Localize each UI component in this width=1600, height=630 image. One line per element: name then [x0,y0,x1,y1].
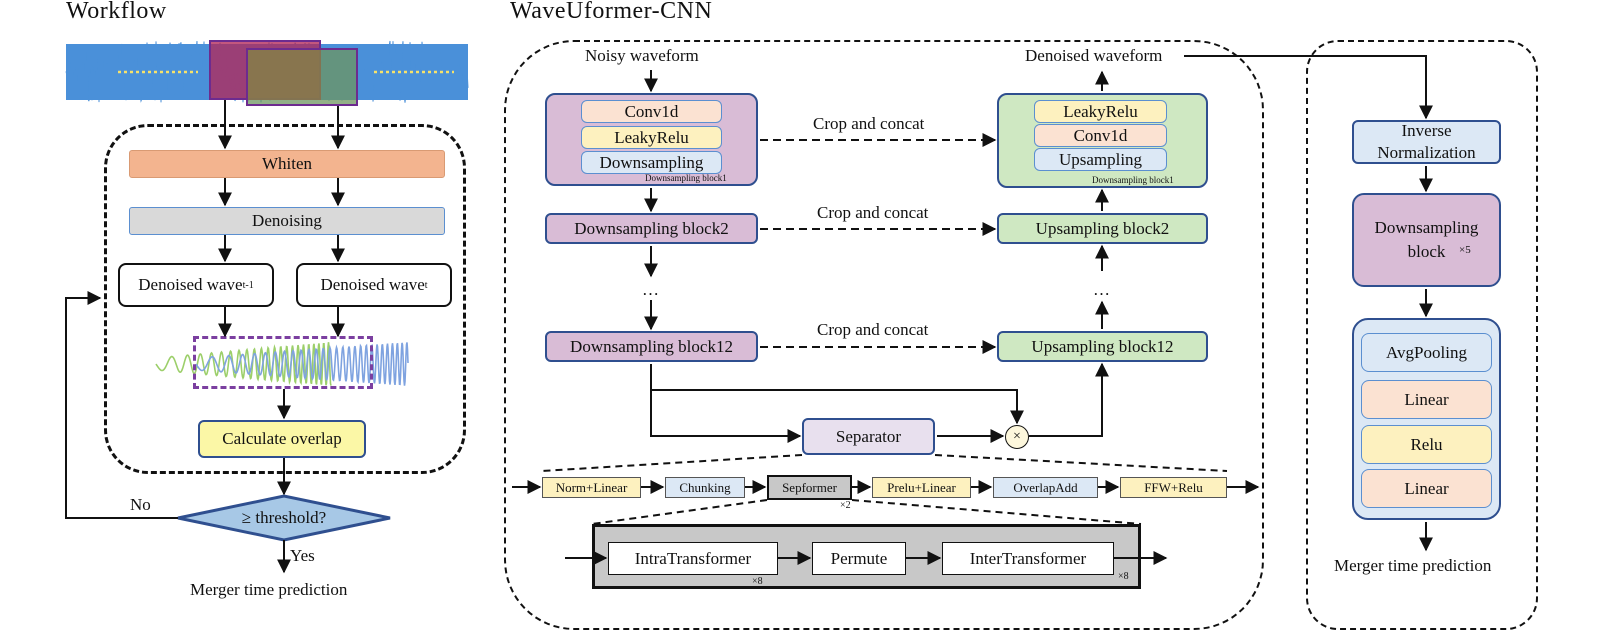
pipeline-chunking: Chunking [665,477,745,498]
pipeline-overlapadd: OverlapAdd [993,477,1098,498]
denoised-wave-prev-subscript: t-1 [242,279,254,291]
denoised-wave-prev-label: Denoised wave [138,275,243,294]
architecture-connectors [512,55,1433,565]
head-linear-1: Linear [1361,380,1492,419]
inter-transformer: InterTransformer [942,542,1114,575]
down1-leakyrelu: LeakyRelu [581,126,722,149]
threshold-label: ≥ threshold? [241,508,327,527]
inverse-normalization-box: Inverse Normalization [1352,120,1501,164]
right-downsampling-label: Downsampling block [1374,218,1479,261]
whiten-box: Whiten [129,150,445,178]
down1-downsampling: Downsampling [581,151,722,174]
up1-upsampling: Upsampling [1034,148,1167,171]
up1-leakyrelu: LeakyRelu [1034,100,1167,123]
yes-label: Yes [290,546,315,565]
right-downsampling-repeat: ×5 [1459,244,1471,256]
workflow-connectors [65,100,391,574]
noisy-waveform-label: Noisy waveform [585,46,699,65]
outer-repeat: ×8 [1118,571,1129,582]
window-overlap [248,50,321,100]
intra-transformer: IntraTransformer [608,542,778,575]
no-label: No [130,495,151,514]
pipeline-ffw-relu: FFW+Relu [1120,477,1227,498]
separator-box: Separator [802,418,935,455]
threshold-diamond [177,494,391,542]
denoising-box: Denoising [129,207,445,235]
overlap-window [193,336,373,389]
pipeline-norm-linear: Norm+Linear [542,477,641,498]
head-linear-2: Linear [1361,469,1492,508]
denoised-wave-cur-label: Denoised wave [320,275,425,294]
denoised-wave-cur-subscript: t [424,279,428,291]
upsampling-block2: Upsampling block2 [997,213,1208,244]
permute-box: Permute [812,542,906,575]
workflow-title: Workflow [66,0,167,24]
up1-conv1d: Conv1d [1034,124,1167,147]
downsampling-block12: Downsampling block12 [545,331,758,362]
multiply-node: × [1005,425,1029,449]
crop-concat-label-2: Crop and concat [817,203,929,222]
up-ellipsis: … [1093,280,1110,299]
pipeline-prelu-linear: Prelu+Linear [872,477,971,498]
inverse-normalization-label: Inverse Normalization [1377,121,1476,162]
crop-concat-label-3: Crop and concat [817,320,929,339]
crop-concat-label-1: Crop and concat [813,114,925,133]
head-relu: Relu [1361,425,1492,464]
denoised-waveform-label: Denoised waveform [1022,46,1166,66]
intra-repeat: ×8 [752,576,763,587]
downsampling-block2: Downsampling block2 [545,213,758,244]
down1-conv1d: Conv1d [581,100,722,123]
calculate-overlap-box: Calculate overlap [198,420,366,458]
sepformer-repeat: ×2 [840,500,851,511]
workflow-output-label: Merger time prediction [190,580,348,599]
pipeline-sepformer: Sepformer [767,475,852,500]
right-output-label: Merger time prediction [1334,556,1492,575]
right-downsampling-block: Downsampling block [1352,193,1501,287]
down1-caption: Downsampling block1 [645,173,727,183]
head-avgpooling: AvgPooling [1361,333,1492,372]
upsampling-block12: Upsampling block12 [997,331,1208,362]
up1-caption: Downsampling block1 [1092,175,1174,185]
waveuformer-title: WaveUformer-CNN [510,0,713,24]
down-ellipsis: … [642,280,659,299]
